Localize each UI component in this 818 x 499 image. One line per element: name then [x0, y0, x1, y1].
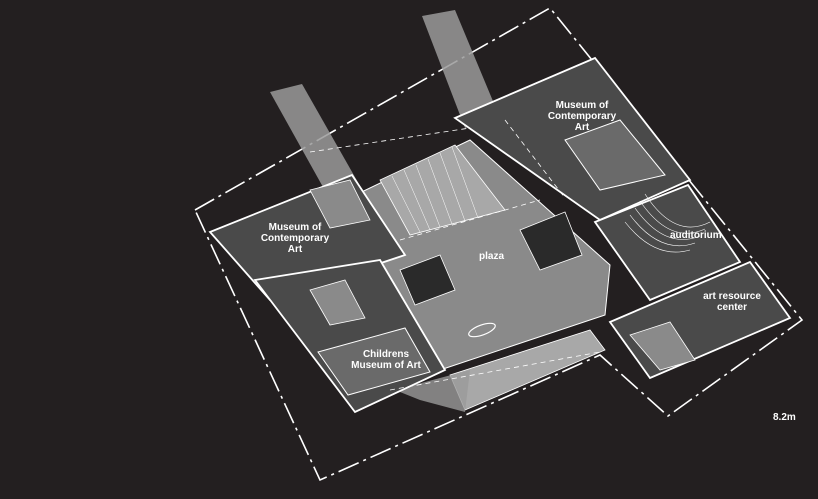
label-moca-left: Museum of Contemporary Art [260, 222, 330, 255]
childrens-stair [309, 279, 366, 326]
label-art-resource: art resource center [703, 291, 761, 313]
childrens-room [317, 327, 431, 396]
label-level: 8.2m [773, 412, 796, 423]
site-boundary [193, 6, 804, 482]
moca-left-stair [309, 179, 371, 229]
light-beam-bottom [395, 370, 470, 412]
plaza-oval [468, 322, 496, 338]
label-plaza: plaza [479, 251, 505, 262]
plaza-void-right [519, 211, 583, 271]
auditorium-seating [624, 193, 711, 253]
moca-right-room [564, 119, 666, 191]
auditorium-block [593, 183, 742, 302]
label-childrens: Childrens Museum of Art [351, 349, 421, 371]
plaza-void-left [399, 254, 456, 306]
dashed-guides [309, 119, 601, 391]
stair-treads-top [391, 146, 479, 233]
label-auditorium: auditorium [670, 230, 722, 241]
light-beam-right [422, 10, 500, 128]
art-resource-stair [629, 321, 696, 371]
label-moca-right: Museum of Contemporary Art [547, 100, 617, 133]
